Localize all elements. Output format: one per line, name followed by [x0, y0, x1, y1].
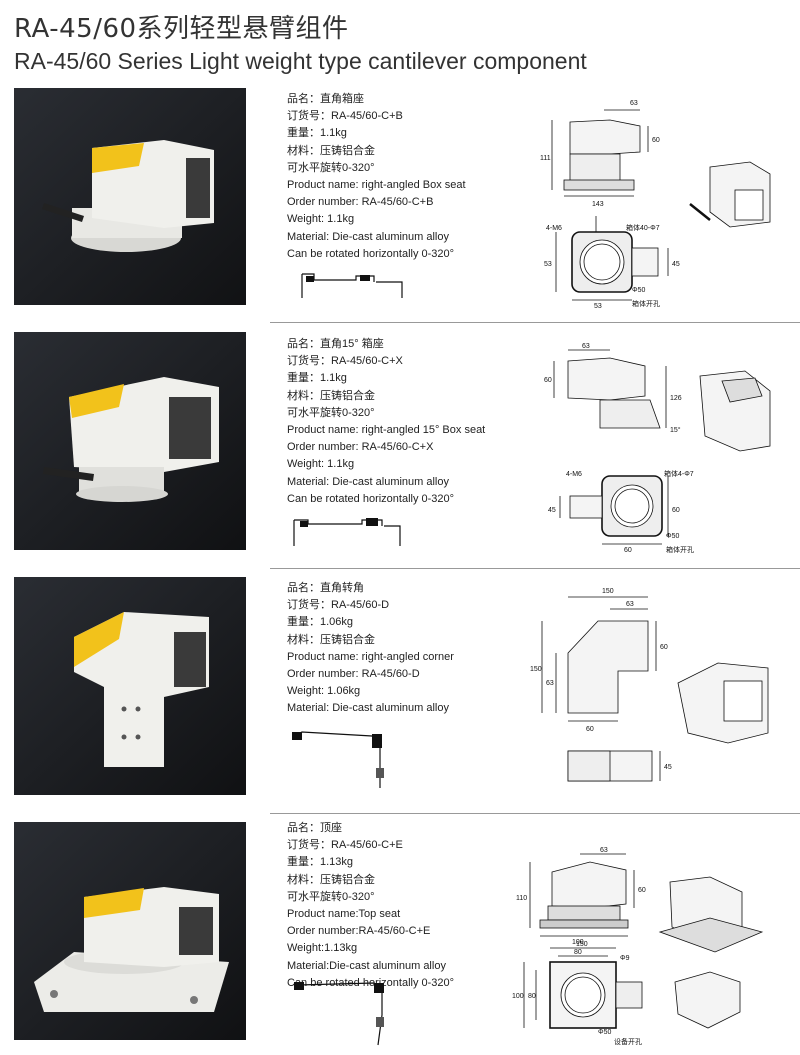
svg-text:80: 80: [528, 993, 536, 1000]
material-en: Material: Die-cast aluminum alloy: [287, 475, 449, 488]
svg-text:60: 60: [544, 377, 552, 384]
product-name-en: Product name: right-angled 15° Box seat: [287, 424, 486, 437]
product-name-cn: 品名：直角箱座: [287, 93, 364, 105]
product-name-en: Product name:Top seat: [287, 908, 401, 921]
svg-text:箱体40-Φ7: 箱体40-Φ7: [626, 223, 660, 232]
svg-text:100: 100: [572, 939, 584, 946]
order-number-cn: 订货号：RA-45/60-C+B: [287, 110, 403, 123]
order-number-en: Order number: RA-45/60-C+X: [287, 441, 434, 454]
svg-text:126: 126: [670, 395, 682, 402]
order-number-cn: 订货号：RA-45/60-C+X: [287, 355, 403, 368]
technical-drawing-top-seat: 63 60 110 150 100 80 Φ9 100 80 Φ50 设备开孔: [512, 847, 764, 1046]
material-cn: 材料：压铸铝合金: [287, 144, 375, 157]
order-number-en: Order number: RA-45/60-C+B: [287, 196, 434, 209]
svg-text:100: 100: [512, 993, 524, 1000]
svg-text:63: 63: [600, 847, 608, 854]
arm-schematic-icon: [294, 982, 384, 1046]
order-number-en: Order number:RA-45/60-C+E: [287, 925, 431, 938]
svg-text:111: 111: [540, 155, 551, 162]
svg-text:63: 63: [630, 100, 638, 107]
material-en: Material: Die-cast aluminum alloy: [287, 230, 449, 243]
rotation-en: Can be rotated horizontally 0-320°: [287, 492, 455, 505]
svg-text:Φ9: Φ9: [620, 955, 630, 962]
svg-text:45: 45: [664, 764, 672, 771]
material-en: Material:Die-cast aluminum alloy: [287, 959, 446, 972]
weight-en: Weight: 1.1kg: [287, 213, 355, 226]
weight-cn: 重量：1.1kg: [287, 127, 347, 140]
svg-text:63: 63: [582, 343, 590, 350]
title-english: RA-45/60 Series Light weight type cantil…: [14, 48, 587, 74]
svg-text:4-M6: 4-M6: [566, 471, 582, 478]
svg-text:60: 60: [652, 137, 660, 144]
product-name-en: Product name: right-angled Box seat: [287, 179, 466, 192]
svg-text:60: 60: [672, 507, 680, 514]
svg-text:80: 80: [574, 949, 582, 956]
svg-text:Φ50: Φ50: [632, 287, 645, 294]
technical-drawing-box-seat: 63 60 111 143 4-M6 箱体40-Φ7 53 45 53 Φ50 …: [540, 100, 771, 310]
svg-text:15°: 15°: [670, 426, 681, 434]
product-photo-15-box-seat: [14, 332, 246, 550]
title-chinese: RA-45/60系列轻型悬臂组件: [14, 14, 349, 44]
weight-en: Weight:1.13kg: [287, 942, 358, 955]
product-photo-corner: [14, 577, 246, 795]
weight-cn: 重量：1.06kg: [287, 616, 354, 629]
svg-text:53: 53: [594, 303, 602, 310]
svg-text:150: 150: [602, 588, 614, 595]
section-divider: [270, 568, 800, 569]
svg-text:Φ50: Φ50: [598, 1029, 611, 1036]
svg-text:箱体开孔: 箱体开孔: [632, 299, 660, 308]
weight-en: Weight: 1.06kg: [287, 685, 361, 698]
arm-schematic-icon: [292, 731, 384, 788]
svg-text:53: 53: [544, 261, 552, 268]
material-en: Material: Die-cast aluminum alloy: [287, 702, 449, 715]
rotation-cn: 可水平旋转0-320°: [287, 890, 375, 903]
weight-en: Weight: 1.1kg: [287, 458, 355, 471]
svg-text:60: 60: [624, 547, 632, 554]
svg-text:设备开孔: 设备开孔: [614, 1037, 642, 1046]
svg-text:110: 110: [516, 895, 527, 902]
rotation-cn: 可水平旋转0-320°: [287, 161, 375, 174]
product-name-cn: 品名：直角15° 箱座: [287, 338, 384, 350]
material-cn: 材料：压铸铝合金: [287, 873, 375, 886]
svg-text:箱体4-Φ7: 箱体4-Φ7: [664, 469, 694, 478]
order-number-cn: 订货号：RA-45/60-C+E: [287, 839, 403, 852]
order-number-en: Order number: RA-45/60-D: [287, 668, 420, 681]
weight-cn: 重量：1.13kg: [287, 856, 354, 869]
svg-text:箱体开孔: 箱体开孔: [666, 545, 694, 554]
product-name-cn: 品名：顶座: [287, 822, 342, 834]
product-name-cn: 品名：直角转角: [287, 582, 364, 594]
technical-drawing-15-box-seat: 63 60 126 15° 4-M6 箱体4-Φ7 45 60 60 Φ50 箱…: [544, 343, 771, 554]
svg-text:45: 45: [548, 507, 556, 514]
svg-text:60: 60: [638, 887, 646, 894]
order-number-cn: 订货号：RA-45/60-D: [287, 599, 390, 612]
svg-text:60: 60: [586, 726, 594, 733]
svg-text:63: 63: [546, 680, 554, 687]
svg-text:63: 63: [626, 601, 634, 608]
svg-text:143: 143: [592, 201, 604, 208]
svg-text:45: 45: [672, 261, 680, 268]
material-cn: 材料：压铸铝合金: [287, 633, 375, 646]
rotation-cn: 可水平旋转0-320°: [287, 406, 375, 419]
arm-schematic-icon: [293, 518, 401, 546]
product-name-en: Product name: right-angled corner: [287, 650, 454, 663]
arm-schematic-icon: [301, 273, 403, 298]
svg-text:4-M6: 4-M6: [546, 225, 562, 232]
technical-drawing-corner: 150 63 60 150 63 60 45: [530, 588, 769, 782]
product-photo-box-seat: [14, 88, 246, 305]
svg-text:150: 150: [530, 666, 542, 673]
svg-text:60: 60: [660, 644, 668, 651]
section-divider: [270, 322, 800, 323]
product-photo-top-seat: [14, 822, 246, 1040]
svg-text:150: 150: [576, 941, 588, 948]
svg-text:Φ50: Φ50: [666, 533, 679, 540]
weight-cn: 重量：1.1kg: [287, 372, 347, 385]
material-cn: 材料：压铸铝合金: [287, 389, 375, 402]
rotation-en: Can be rotated horizontally 0-320°: [287, 247, 455, 260]
section-divider: [270, 813, 800, 814]
